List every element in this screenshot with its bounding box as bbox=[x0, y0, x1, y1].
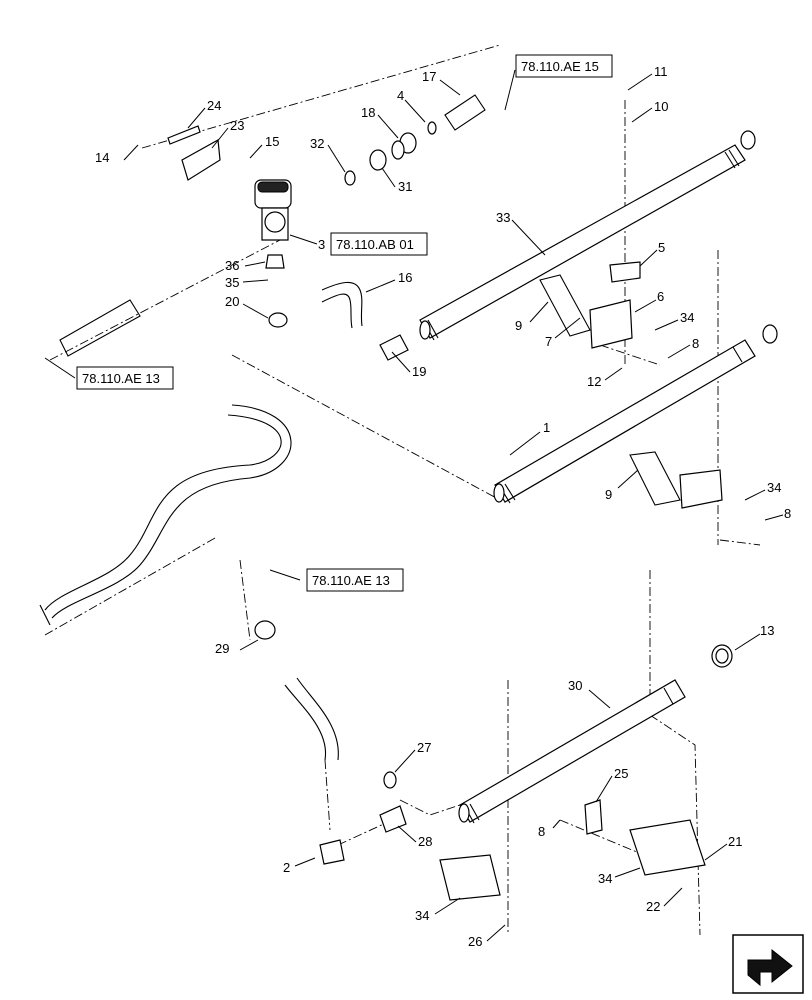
sleeve-19[interactable] bbox=[379, 334, 409, 361]
reference-78-110-ab-01[interactable]: 78.110.AB 01 bbox=[330, 232, 428, 256]
callout-17: 17 bbox=[422, 69, 436, 84]
callout-33: 33 bbox=[496, 210, 510, 225]
callout-16: 16 bbox=[398, 270, 412, 285]
clip-5[interactable] bbox=[609, 261, 641, 283]
sleeve-13[interactable] bbox=[715, 648, 729, 664]
fitting-36[interactable] bbox=[265, 254, 285, 269]
callout-34b: 34 bbox=[767, 480, 781, 495]
callout-14: 14 bbox=[95, 150, 109, 165]
reference-label: 78.110.AE 15 bbox=[521, 59, 599, 74]
callout-4: 4 bbox=[397, 88, 404, 103]
ring-4[interactable] bbox=[427, 121, 437, 135]
hose-left-upper[interactable] bbox=[59, 299, 141, 357]
callout-12: 12 bbox=[587, 374, 601, 389]
valve-assembly-3[interactable] bbox=[254, 179, 292, 241]
flex-hose[interactable] bbox=[39, 404, 292, 626]
tee-29[interactable] bbox=[254, 620, 276, 640]
bracket-23[interactable] bbox=[181, 139, 221, 181]
callout-36: 36 bbox=[225, 258, 239, 273]
clamp-31[interactable] bbox=[369, 149, 387, 171]
bracket-6[interactable] bbox=[589, 299, 633, 349]
callout-8c: 8 bbox=[538, 824, 545, 839]
callout-30: 30 bbox=[568, 678, 582, 693]
callout-8b: 8 bbox=[784, 506, 791, 521]
next-page-arrow-icon[interactable] bbox=[732, 934, 804, 994]
callout-31: 31 bbox=[398, 179, 412, 194]
callout-25: 25 bbox=[614, 766, 628, 781]
callout-23: 23 bbox=[230, 118, 244, 133]
hose-16[interactable] bbox=[321, 281, 363, 329]
callout-10: 10 bbox=[654, 99, 668, 114]
reference-label: 78.110.AE 13 bbox=[312, 573, 390, 588]
callout-34c: 34 bbox=[598, 871, 612, 886]
callout-7: 7 bbox=[545, 334, 552, 349]
fitting-18[interactable] bbox=[391, 132, 417, 160]
callout-8a: 8 bbox=[692, 336, 699, 351]
ring-32[interactable] bbox=[344, 170, 356, 186]
elbow-2[interactable] bbox=[319, 839, 345, 865]
callout-18: 18 bbox=[361, 105, 375, 120]
callout-26: 26 bbox=[468, 934, 482, 949]
callout-15: 15 bbox=[265, 134, 279, 149]
callout-2: 2 bbox=[283, 860, 290, 875]
bracket-lower-left[interactable] bbox=[439, 854, 501, 901]
callout-22: 22 bbox=[646, 899, 660, 914]
reference-label: 78.110.AE 13 bbox=[82, 371, 160, 386]
reference-78-110-ae-13-left[interactable]: 78.110.AE 13 bbox=[76, 366, 174, 390]
reference-78-110-ae-15[interactable]: 78.110.AE 15 bbox=[515, 54, 613, 78]
bracket-24[interactable] bbox=[167, 125, 201, 145]
hose-lower[interactable] bbox=[284, 677, 339, 761]
callout-20: 20 bbox=[225, 294, 239, 309]
u-bolt-9-lower[interactable] bbox=[629, 451, 681, 506]
tube-33[interactable] bbox=[419, 130, 756, 341]
u-bolt-9-upper[interactable] bbox=[539, 274, 591, 337]
callout-3: 3 bbox=[318, 237, 325, 252]
callout-6: 6 bbox=[657, 289, 664, 304]
tube-1[interactable] bbox=[493, 324, 778, 504]
tube-30[interactable] bbox=[458, 644, 733, 824]
callout-27: 27 bbox=[417, 740, 431, 755]
callout-32: 32 bbox=[310, 136, 324, 151]
fitting-27[interactable] bbox=[383, 771, 397, 789]
callout-5: 5 bbox=[658, 240, 665, 255]
reference-label: 78.110.AB 01 bbox=[336, 237, 414, 252]
callout-13: 13 bbox=[760, 623, 774, 638]
callout-21: 21 bbox=[728, 834, 742, 849]
fitting-28[interactable] bbox=[379, 805, 407, 833]
callout-34d: 34 bbox=[415, 908, 429, 923]
bracket-25[interactable] bbox=[584, 799, 603, 835]
hose-17[interactable] bbox=[444, 94, 486, 131]
callout-19: 19 bbox=[412, 364, 426, 379]
callout-1: 1 bbox=[543, 420, 550, 435]
callout-9b: 9 bbox=[605, 487, 612, 502]
callout-35: 35 bbox=[225, 275, 239, 290]
callout-9a: 9 bbox=[515, 318, 522, 333]
callout-11: 11 bbox=[654, 64, 668, 79]
callouts: 1 2 3 4 5 6 7 8 8 8 9 9 10 11 12 13 14 1… bbox=[95, 64, 791, 949]
callout-24: 24 bbox=[207, 98, 221, 113]
bracket-21[interactable] bbox=[629, 819, 706, 876]
callout-34a: 34 bbox=[680, 310, 694, 325]
callout-28: 28 bbox=[418, 834, 432, 849]
callout-29: 29 bbox=[215, 641, 229, 656]
reference-78-110-ae-13-mid[interactable]: 78.110.AE 13 bbox=[306, 568, 404, 592]
bracket-lower-mid[interactable] bbox=[679, 469, 723, 509]
leader-lines bbox=[44, 69, 784, 942]
fitting-20[interactable] bbox=[268, 312, 288, 328]
